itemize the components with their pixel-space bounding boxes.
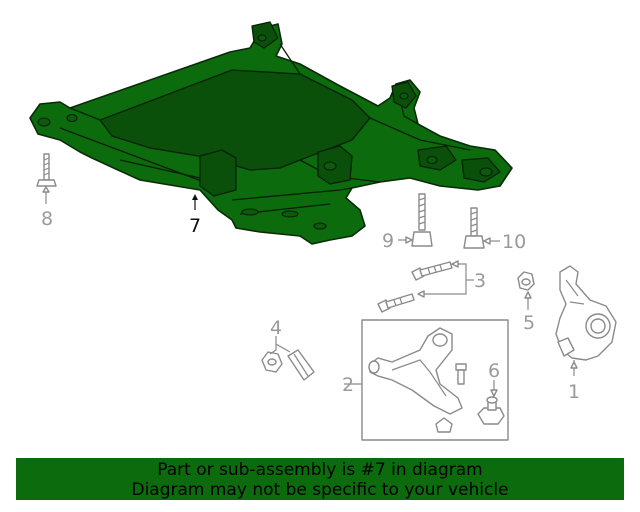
callout-10: 10 xyxy=(502,231,526,253)
part-3-bolts[interactable] xyxy=(377,260,474,313)
callout-6: 6 xyxy=(488,360,500,382)
part-7-subframe[interactable] xyxy=(29,21,513,245)
part-2-control-arm-kit[interactable] xyxy=(344,319,509,441)
part-1-steering-knuckle[interactable] xyxy=(555,265,617,376)
callout-5: 5 xyxy=(523,312,535,334)
part-5-nut[interactable] xyxy=(517,271,535,310)
part-6-ball-joint[interactable] xyxy=(477,380,505,425)
part-info-banner: Part or sub-assembly is #7 in diagram Di… xyxy=(16,458,624,500)
banner-line-2: Diagram may not be specific to your vehi… xyxy=(131,480,509,500)
callout-1: 1 xyxy=(568,381,580,403)
part-8-bolt[interactable] xyxy=(36,153,57,204)
banner-line-1: Part or sub-assembly is #7 in diagram xyxy=(157,460,483,480)
part-9-bolt[interactable] xyxy=(398,193,433,247)
callout-8: 8 xyxy=(41,208,53,230)
part-10-bolt[interactable] xyxy=(463,207,500,249)
part-4-nut-and-bushing[interactable] xyxy=(261,336,315,381)
callout-2: 2 xyxy=(342,374,354,396)
callout-9: 9 xyxy=(382,230,394,252)
callout-7: 7 xyxy=(189,215,201,237)
callout-3: 3 xyxy=(474,270,486,292)
callout-4: 4 xyxy=(270,317,282,339)
part-7-arrow xyxy=(192,194,198,200)
